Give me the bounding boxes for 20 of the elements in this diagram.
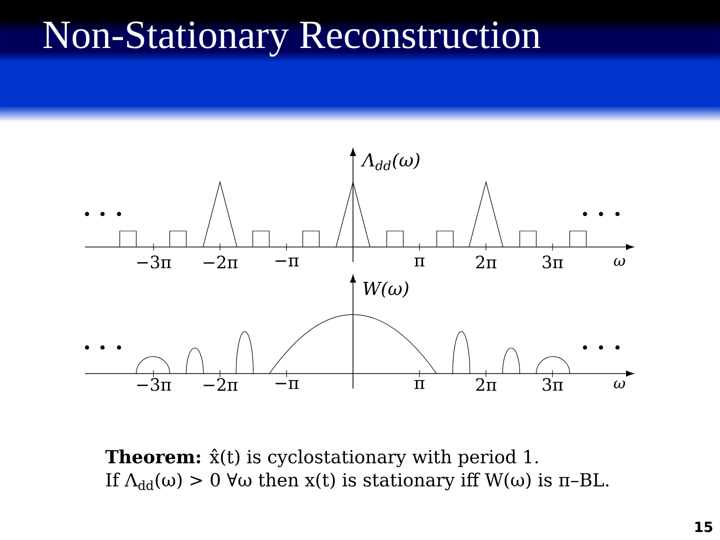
theorem-text: Theorem: x̂(t) is cyclostationary with period 1. xyxy=(105,448,538,468)
axis-label: W(ω) xyxy=(363,281,408,298)
tick-label: π xyxy=(414,380,424,389)
axis-label: ω xyxy=(614,380,626,388)
slide-title: Non-Stationary Reconstruction xyxy=(43,22,540,57)
page-number: 15 xyxy=(695,522,712,532)
tick-label: 3π xyxy=(542,256,563,268)
axis-label: Λ$_{dd}$(ω) xyxy=(360,152,420,170)
tick-label: −π xyxy=(276,258,299,266)
tick-label: −π xyxy=(276,380,299,389)
tick-label: −2π xyxy=(204,378,238,391)
tick-label: −3π xyxy=(137,256,171,268)
tick-label: 3π xyxy=(542,378,563,391)
tick-label: −3π xyxy=(137,378,171,391)
tick-label: π xyxy=(414,258,424,266)
tick-label: 2π xyxy=(476,256,496,268)
tick-label: −2π xyxy=(204,256,238,268)
axis-label: ω xyxy=(614,258,626,266)
theorem-text: If Λ$_{dd}$(ω) > 0 ∀ω then x(t) is stationary iff W(ω) is π–BL. xyxy=(106,472,608,490)
tick-label: 2π xyxy=(476,378,496,391)
